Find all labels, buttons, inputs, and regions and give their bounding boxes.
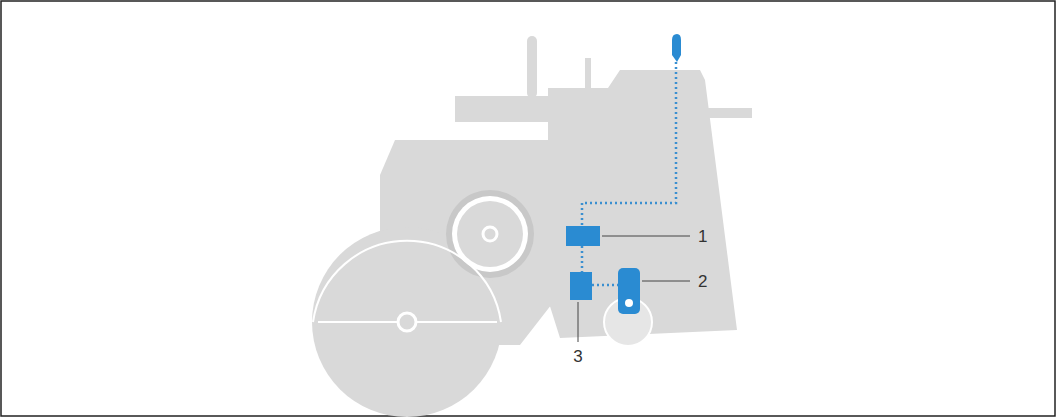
leader-lines: [578, 236, 690, 342]
upper-roller-hub: [457, 201, 523, 267]
drum-axle: [398, 313, 416, 331]
upper-roller: [446, 190, 534, 278]
wheel: [604, 298, 652, 346]
upper-roller-ring: [452, 196, 528, 272]
hub-axle: [483, 227, 497, 241]
callout-number: 2: [698, 273, 707, 290]
machine-silhouette: [312, 36, 752, 417]
module: [570, 272, 592, 300]
sensor-pin: [625, 299, 633, 307]
signal-wires: [582, 62, 676, 285]
control-unit: [566, 226, 600, 246]
wheel-sensor: [618, 268, 640, 314]
callout-number: 3: [573, 348, 582, 365]
sensor: [672, 34, 681, 62]
drum-edge: [313, 241, 501, 322]
callout-number: 1: [698, 228, 707, 245]
